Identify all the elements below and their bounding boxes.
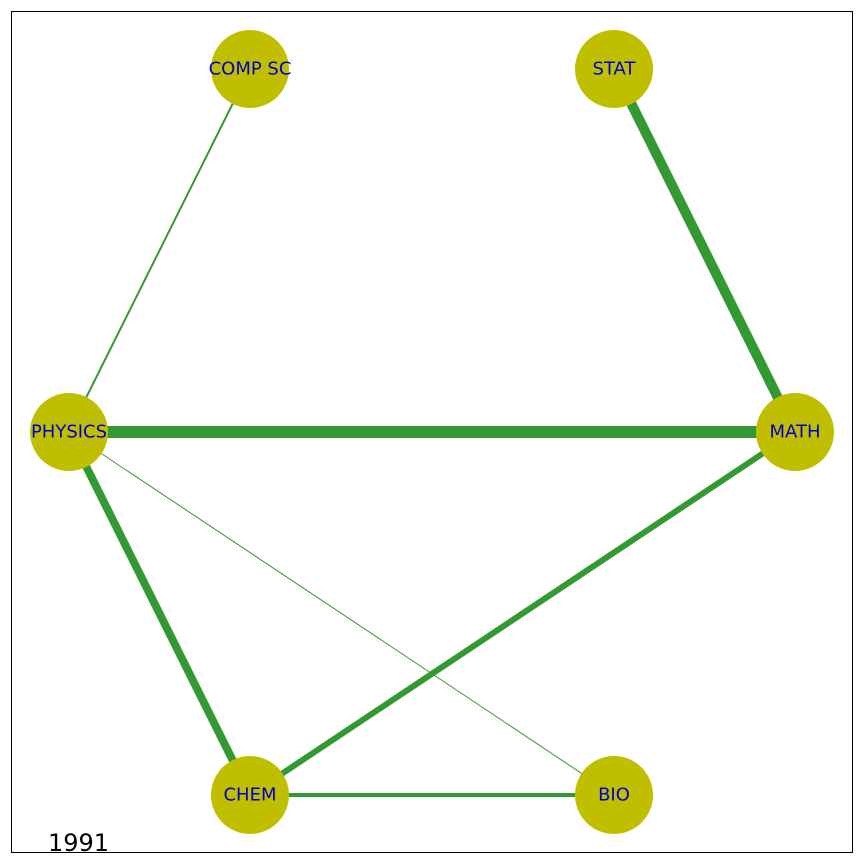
node-circle (211, 756, 289, 834)
edge-physics-bio (68, 431, 615, 796)
node-circle (575, 30, 653, 108)
node-label: PHYSICS (31, 422, 107, 443)
node-circle (30, 393, 108, 471)
edge-physics-chem (65, 430, 254, 797)
node-chem: CHEM (211, 756, 289, 834)
node-bio: BIO (575, 756, 653, 834)
node-circle (575, 756, 653, 834)
node-comp-sc: COMP SC (209, 30, 292, 108)
node-stat: STAT (575, 30, 653, 108)
node-label: COMP SC (209, 59, 292, 80)
node-label: BIO (598, 785, 630, 806)
node-math: MATH (756, 393, 834, 471)
node-physics: PHYSICS (30, 393, 108, 471)
node-label: MATH (770, 422, 821, 443)
edges-layer (65, 66, 800, 798)
year-label: 1991 (48, 829, 109, 857)
edge-stat-math (609, 66, 800, 435)
edge-math-chem (248, 429, 797, 798)
node-circle (211, 30, 289, 108)
diagram-frame (11, 11, 853, 853)
edge-comp-sc-physics (68, 68, 251, 433)
node-label: CHEM (223, 785, 276, 806)
node-label: STAT (593, 59, 637, 80)
nodes-layer: COMP SC STAT PHYSICS MATH CHEM BIO (30, 30, 834, 834)
node-circle (756, 393, 834, 471)
